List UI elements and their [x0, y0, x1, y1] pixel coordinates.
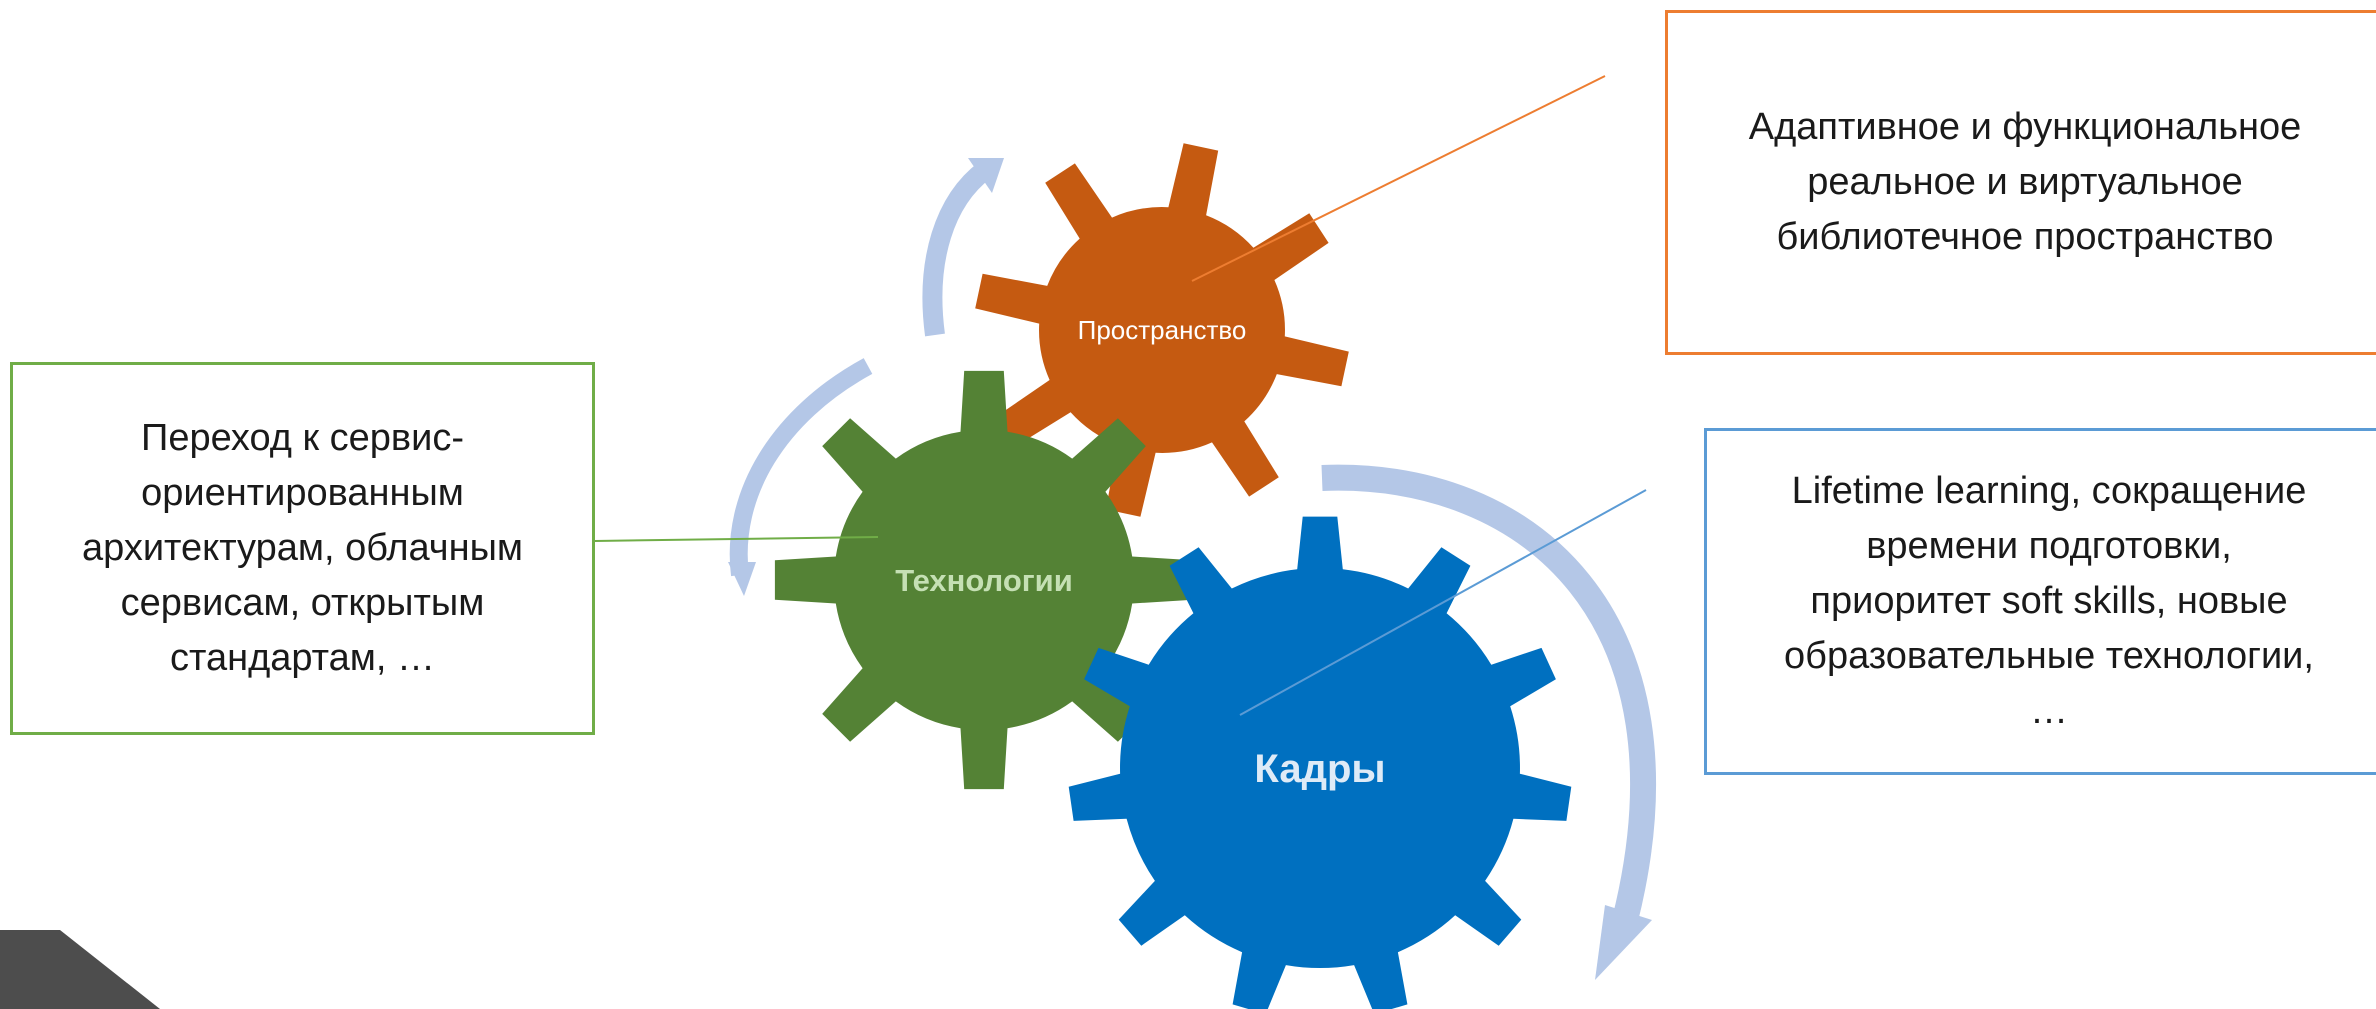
- connector-people: [1239, 489, 1647, 716]
- callout-tech: Переход к сервис- ориентированным архите…: [10, 362, 595, 735]
- callout-tech-text: Переход к сервис- ориентированным архите…: [81, 416, 524, 680]
- callout-space: Адаптивное и функциональное реальное и в…: [1665, 10, 2376, 355]
- gear-people: [1068, 516, 1572, 1009]
- connector-space: [1191, 75, 1606, 282]
- callout-people: Lifetime learning, сокращение времени по…: [1704, 428, 2376, 775]
- callout-space-text: Адаптивное и функциональное реальное и в…: [1748, 105, 2302, 259]
- gear-tech-label: Технологии: [895, 563, 1073, 598]
- callout-people-text: Lifetime learning, сокращение времени по…: [1784, 469, 2314, 733]
- corner-decoration: [0, 930, 160, 1009]
- arrow-tech: [728, 358, 873, 596]
- arrow-space: [922, 158, 1004, 337]
- arrow-people: [1321, 464, 1656, 980]
- gear-tech: [774, 370, 1194, 790]
- cycle-arrows: [728, 158, 1656, 980]
- gear-space-label: Пространство: [1078, 315, 1247, 345]
- gear-people-label: Кадры: [1254, 747, 1385, 791]
- gear-space: [975, 143, 1349, 517]
- connector-lines: [594, 75, 1647, 716]
- connector-tech: [594, 536, 879, 542]
